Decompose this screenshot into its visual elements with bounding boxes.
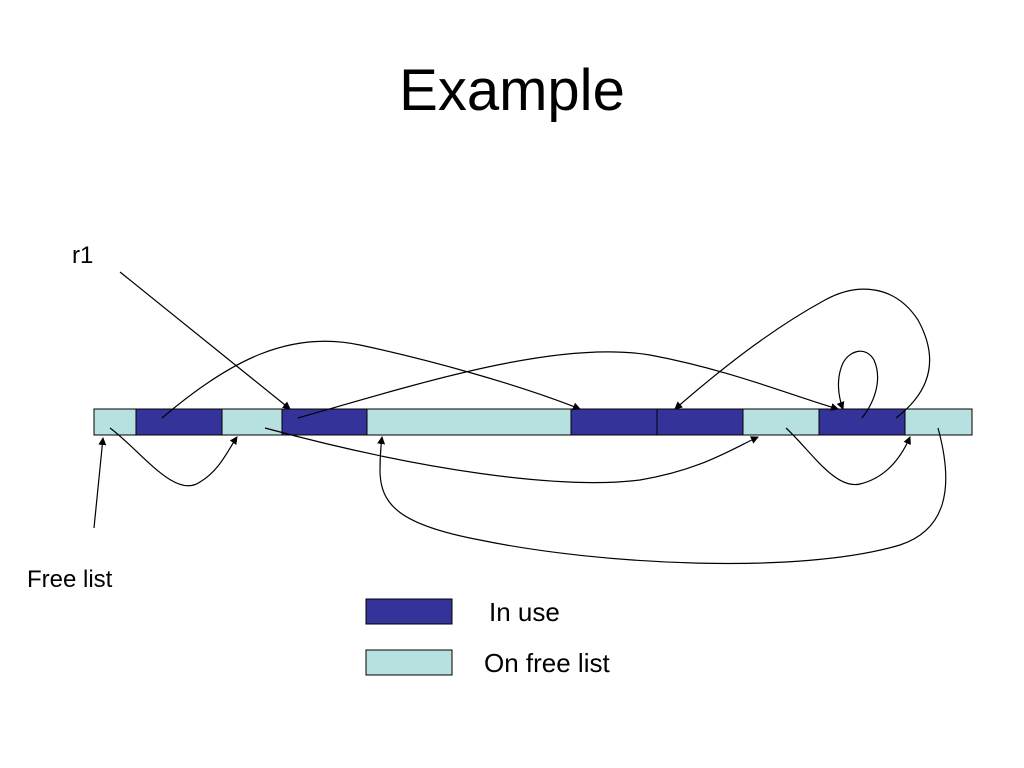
memory-block-free-3 bbox=[221, 408, 283, 436]
memory-block-in-use-9 bbox=[818, 408, 906, 436]
pointer-arrows bbox=[93, 271, 947, 565]
free-link-arrow-3 bbox=[785, 427, 911, 486]
r1-label: r1 bbox=[72, 242, 94, 269]
legend-label-on-free-list: On free list bbox=[484, 648, 610, 678]
use-link-arrow-2 bbox=[297, 351, 839, 419]
memory-block-free-8 bbox=[742, 408, 820, 436]
free-list-pointer-arrow bbox=[93, 437, 107, 529]
memory-block-in-use-7 bbox=[656, 408, 744, 436]
legend-swatch-in-use bbox=[365, 598, 453, 625]
memory-block-in-use-6 bbox=[570, 408, 658, 436]
free-link-arrow-2 bbox=[264, 427, 759, 484]
slide-title: Example bbox=[399, 58, 625, 123]
legend-label-in-use: In use bbox=[489, 597, 560, 627]
use-link-arrow-1 bbox=[161, 340, 581, 419]
legend-swatch-on-free-list bbox=[365, 649, 453, 676]
free-list-label: Free list bbox=[27, 566, 113, 593]
free-link-arrow-1 bbox=[109, 427, 238, 487]
memory-strip bbox=[93, 408, 973, 436]
r1-pointer-arrow bbox=[119, 271, 291, 410]
memory-block-free-1 bbox=[93, 408, 137, 436]
use-self-loop-arrow bbox=[836, 350, 879, 419]
memory-block-in-use-4 bbox=[281, 408, 368, 436]
memory-block-free-5 bbox=[366, 408, 572, 436]
memory-block-in-use-2 bbox=[135, 408, 223, 436]
free-link-arrow-4 bbox=[377, 427, 947, 565]
use-link-arrow-3 bbox=[674, 288, 931, 419]
